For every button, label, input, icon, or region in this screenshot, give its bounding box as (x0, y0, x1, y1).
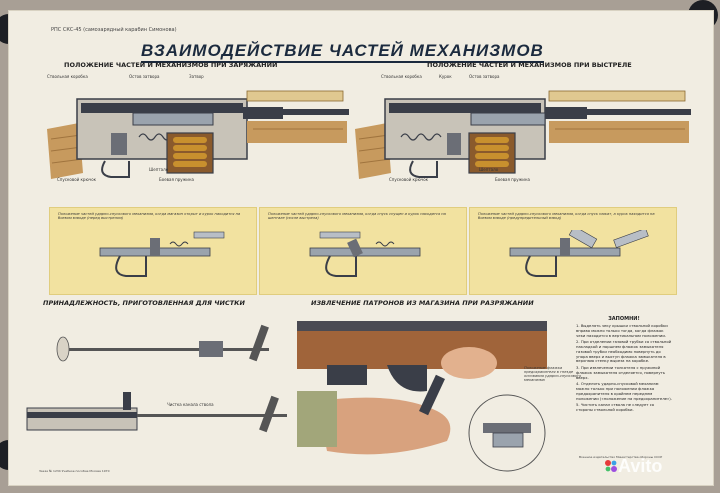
header-note: РПС СКС-45 (самозарядный карабин Симонов… (51, 27, 177, 33)
label-receiver-loading: Ствольная коробка (47, 74, 88, 79)
gas-tube (548, 90, 686, 102)
rifle-stock-wood (297, 329, 547, 369)
unloading-title: ИЗВЛЕЧЕНИЕ ПАТРОНОВ ИЗ МАГАЗИНА ПРИ РАЗР… (311, 299, 534, 307)
gas-tube (246, 90, 344, 102)
footer-left: Заказ № 1234 Учебное пособие Москва 1970 (39, 469, 110, 473)
trigger-guard (101, 160, 130, 178)
yellow-note-3: Положение частей ударно-спускового механ… (478, 212, 655, 220)
chamber-block (545, 107, 587, 119)
lower-hand (317, 397, 451, 455)
remember-item-3: 3. При извлечении толкателя с пружиной ф… (576, 365, 666, 380)
forestock-wood (549, 121, 689, 143)
firing-cutaway-illustration (355, 90, 691, 179)
avito-watermark: Avito (618, 456, 663, 476)
label-receiver-firing: Ствольная коробка (381, 74, 422, 79)
remember-title: ЗАПОМНИ! (608, 316, 640, 322)
yellow-note-2: Положение частей ударно-спускового механ… (268, 212, 446, 220)
label-trigger-firing: Спусковой крючок (389, 177, 429, 182)
unloading-illustration (297, 321, 547, 472)
loading-title: ПОЛОЖЕНИЕ ЧАСТЕЙ И МЕХАНИЗМОВ ПРИ ЗАРЯЖА… (64, 61, 278, 69)
label-bolt-carrier-firing: Остов затвора (469, 74, 500, 79)
remember-item-5: 5. Чистить канал ствола не следует со ст… (576, 402, 655, 412)
upper-hand (441, 347, 497, 379)
label-mainspring-loading: Боевая пружина (159, 177, 194, 182)
footer-right: Военное издательство Министерства оборон… (579, 455, 663, 459)
hammer (111, 133, 127, 155)
main-title: ВЗАИМОДЕЙСТВИЕ ЧАСТЕЙ МЕХАНИЗМОВ (141, 41, 544, 63)
stock-wood (47, 123, 83, 179)
label-bolt-carrier-loading: Остов затвора (129, 74, 160, 79)
mainspring (400, 133, 442, 141)
hammer (447, 133, 461, 155)
firing-title: ПОЛОЖЕНИЕ ЧАСТЕЙ И МЕХАНИЗМОВ ПРИ ВЫСТРЕ… (427, 61, 632, 69)
forestock-wood (247, 121, 347, 143)
yellow-note-1: Положение частей ударно-спускового механ… (58, 212, 241, 220)
remember-item-1: 1. Выделять чеку крышки ствольной коробк… (576, 323, 668, 338)
avito-logo-icon (605, 460, 617, 472)
cleaning-kit-title: ПРИНАДЛЕЖНОСТЬ, ПРИГОТОВЛЕННАЯ ДЛЯ ЧИСТК… (43, 299, 245, 307)
label-sear-loading: Шептало (149, 167, 169, 172)
receiver-cover (81, 103, 243, 113)
barrel (587, 109, 691, 115)
remember-notes: ЗАПОМНИ! 1. Выделять чеку крышки ствольн… (576, 316, 672, 415)
loading-cutaway-illustration (47, 90, 349, 179)
label-hammer-firing: Курок (439, 74, 452, 79)
trigger-mechanism-illustration-3 (509, 230, 649, 277)
trigger-mechanism-illustration-2 (309, 231, 421, 277)
cleaning-kit-illustration (56, 324, 269, 362)
rifle-barrel-cleaning-illustration (26, 392, 287, 433)
label-mainspring-firing: Боевая пружина (495, 177, 530, 182)
poster-sheet: РПС СКС-45 (самозарядный карабин Симонов… (8, 10, 714, 486)
yellow-panel-3: Положение частей ударно-спускового механ… (469, 207, 677, 295)
yellow-panel-2: Положение частей ударно-спускового механ… (259, 207, 467, 295)
barrel (283, 109, 349, 115)
receiver-cover (389, 103, 541, 113)
sleeve-cuff (297, 391, 337, 447)
yellow-panel-1: Положение частей ударно-спускового механ… (49, 207, 257, 295)
remember-item-2: 2. При отделении газовой трубки со ствол… (576, 339, 672, 364)
bolt-carrier (470, 112, 546, 126)
label-trigger-loading: Спусковой крючок (57, 177, 97, 182)
bore-cleaning-label: Чистка канала ствола (167, 402, 214, 407)
bolt-carrier (132, 112, 214, 126)
remember-item-4: 4. Отделять ударно-спусковой механизм мо… (576, 381, 672, 401)
label-sear-firing: Шептало (479, 167, 499, 172)
trigger-mechanism-illustration-1 (99, 231, 225, 277)
chamber-block (243, 107, 283, 119)
trigger-guard (409, 160, 438, 178)
stock-wood (355, 123, 391, 179)
label-bolt-loading: Затвор (189, 74, 204, 79)
safety-flag-callout: Положение флажка предохранителя в гнезде… (524, 366, 582, 382)
